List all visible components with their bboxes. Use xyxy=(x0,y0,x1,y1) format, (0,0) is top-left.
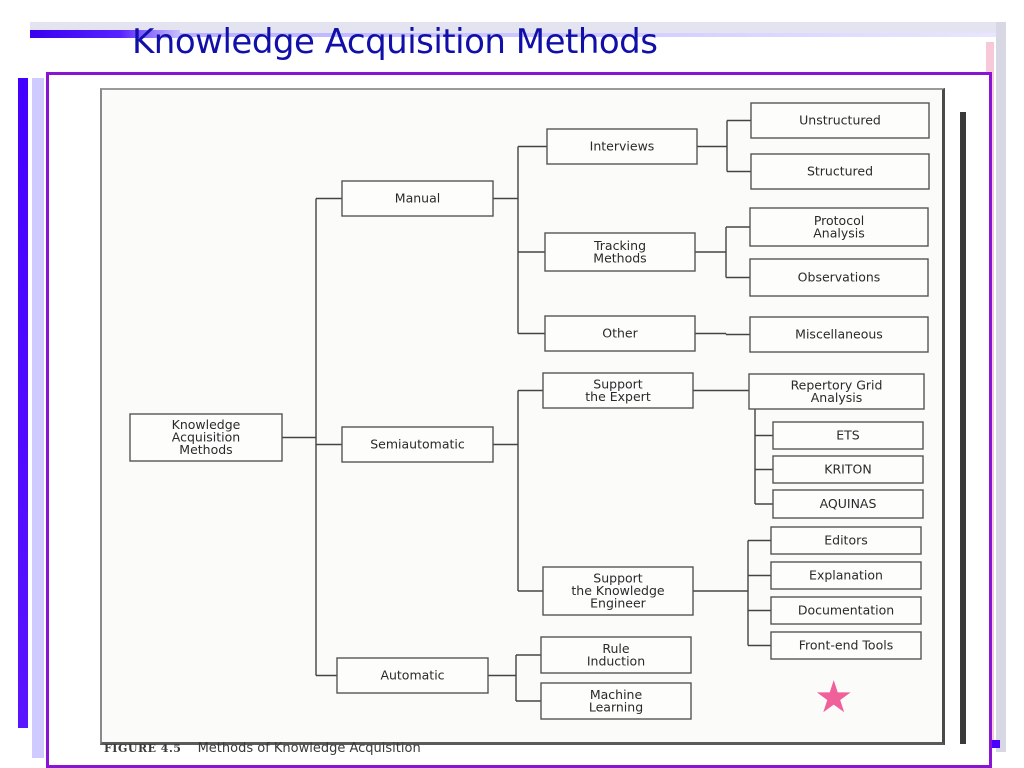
node-box xyxy=(546,128,698,165)
node-label: Editors xyxy=(824,533,868,548)
right-accent-bar xyxy=(996,22,1006,752)
figure-caption: FIGURE 4.5 Methods of Knowledge Acquisit… xyxy=(104,741,421,756)
node-box xyxy=(341,426,494,463)
node-label: Protocol xyxy=(814,213,864,228)
node-box xyxy=(749,316,929,353)
node-label: Explanation xyxy=(809,568,883,583)
node-box xyxy=(770,526,922,555)
node-box xyxy=(749,207,929,247)
node-structured: Structured xyxy=(750,153,930,190)
node-label: Induction xyxy=(587,653,645,668)
node-kriton: KRITON xyxy=(772,455,924,484)
node-explanation: Explanation xyxy=(770,561,922,590)
node-label: Engineer xyxy=(590,596,647,611)
node-label: Acquisition xyxy=(172,430,240,445)
node-label: Analysis xyxy=(813,225,865,240)
node-box xyxy=(540,682,692,720)
node-label: Knowledge xyxy=(172,417,241,432)
node-label: the Knowledge xyxy=(571,583,665,598)
node-label: Other xyxy=(602,326,638,341)
node-box xyxy=(129,413,283,462)
node-box xyxy=(770,631,922,660)
node-label: Support xyxy=(593,376,643,391)
node-label: Analysis xyxy=(811,390,863,405)
node-label: Automatic xyxy=(380,668,444,683)
node-label: Tracking xyxy=(593,238,646,253)
node-miscellaneous: Miscellaneous xyxy=(749,316,929,353)
node-label: Manual xyxy=(395,191,440,206)
node-box xyxy=(540,636,692,674)
slide-title: Knowledge Acquisition Methods xyxy=(132,22,658,62)
node-box xyxy=(770,561,922,590)
left-accent-bar xyxy=(32,78,44,758)
top-accent-fade xyxy=(180,33,1000,37)
top-accent-stripe xyxy=(30,30,180,38)
node-label: Methods xyxy=(179,442,232,457)
node-documentation: Documentation xyxy=(770,596,922,625)
node-box xyxy=(542,566,694,616)
node-box xyxy=(750,153,930,190)
node-label: ETS xyxy=(836,428,860,443)
node-aquinas: AQUINAS xyxy=(772,489,924,519)
node-label: Methods xyxy=(593,250,646,265)
node-label: Unstructured xyxy=(799,113,881,128)
node-interviews: Interviews xyxy=(546,128,698,165)
node-label: Repertory Grid xyxy=(791,377,883,392)
node-label: Support xyxy=(593,571,643,586)
node-box xyxy=(544,232,696,272)
left-accent-stripe xyxy=(18,78,28,728)
node-front-end-tools: Front-end Tools xyxy=(770,631,922,660)
node-box xyxy=(341,180,494,217)
figure-caption-text: Methods of Knowledge Acquisition xyxy=(197,741,421,756)
top-accent-bar xyxy=(30,22,1000,34)
node-label: Documentation xyxy=(798,603,894,618)
node-box xyxy=(749,258,929,297)
node-unstructured: Unstructured xyxy=(750,102,930,139)
node-manual: Manual xyxy=(341,180,494,217)
node-box xyxy=(542,372,694,409)
star-icon: ★ xyxy=(814,672,854,723)
node-box xyxy=(750,102,930,139)
node-box xyxy=(544,315,696,352)
node-label: Interviews xyxy=(590,139,655,154)
node-ets: ETS xyxy=(772,421,924,450)
node-editors: Editors xyxy=(770,526,922,555)
node-box xyxy=(772,421,924,450)
node-label: the Expert xyxy=(585,389,651,404)
node-label: KRITON xyxy=(824,462,871,477)
node-box xyxy=(748,373,925,410)
node-label: Rule xyxy=(602,641,630,656)
node-label: Observations xyxy=(798,270,881,285)
node-box xyxy=(772,489,924,519)
node-label: Semiautomatic xyxy=(370,437,465,452)
node-observations: Observations xyxy=(749,258,929,297)
node-label: Miscellaneous xyxy=(795,327,883,342)
node-label: AQUINAS xyxy=(820,496,877,511)
figure-caption-label: FIGURE 4.5 xyxy=(104,742,182,755)
node-semiautomatic: Semiautomatic xyxy=(341,426,494,463)
node-box xyxy=(770,596,922,625)
node-automatic: Automatic xyxy=(336,657,489,694)
node-label: Front-end Tools xyxy=(799,638,893,653)
node-label: Structured xyxy=(807,164,873,179)
node-box xyxy=(336,657,489,694)
node-label: Machine xyxy=(590,687,643,702)
scanned-page-edge xyxy=(960,112,966,744)
node-other: Other xyxy=(544,315,696,352)
node-label: Learning xyxy=(589,699,643,714)
node-box xyxy=(772,455,924,484)
